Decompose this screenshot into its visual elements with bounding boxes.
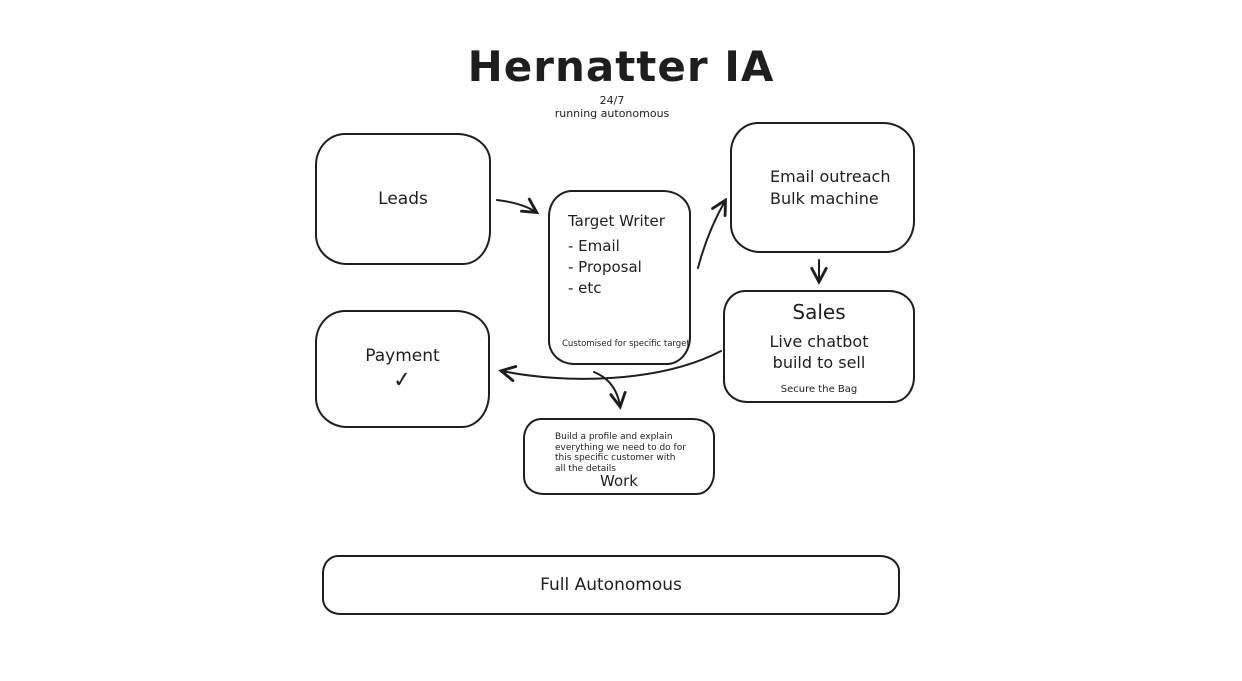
node-full-autonomous[interactable]: Full Autonomous — [322, 555, 900, 615]
target-writer-item-email: - Email — [568, 237, 620, 255]
sales-footnote: Secure the Bag — [780, 384, 858, 395]
subtitle-line-1: 24/7 — [599, 94, 625, 107]
diagram-title: Hernatter IA — [467, 42, 775, 91]
target-writer-item-etc: - etc — [568, 279, 602, 297]
target-writer-footnote: Customised for specific target — [562, 339, 690, 349]
node-payment[interactable]: Payment ✓ — [315, 310, 490, 428]
node-work[interactable]: Build a profile and explain everything w… — [523, 418, 715, 495]
sales-line-1: Live chatbot — [769, 332, 869, 351]
arrow-branch-to-work — [593, 371, 620, 406]
arrow-leads-to-target-writer — [496, 200, 536, 212]
diagram-subtitle: 24/7 running autonomous — [312, 94, 912, 120]
email-outreach-line-1: Email outreach — [770, 166, 891, 186]
target-writer-item-proposal: - Proposal — [568, 258, 642, 276]
node-sales[interactable]: Sales Live chatbot build to sell Secure … — [723, 290, 915, 403]
leads-label: Leads — [378, 189, 428, 209]
full-autonomous-label: Full Autonomous — [540, 575, 682, 595]
node-email-outreach[interactable]: Email outreach Bulk machine — [730, 122, 915, 253]
payment-label: Payment — [365, 345, 440, 366]
arrow-target-writer-to-email-outreach — [697, 201, 725, 269]
email-outreach-line-2: Bulk machine — [770, 188, 879, 208]
work-note: Build a profile and explain everything w… — [555, 432, 686, 474]
node-leads[interactable]: Leads — [315, 133, 491, 265]
work-label: Work — [600, 472, 638, 490]
node-target-writer[interactable]: Target Writer - Email - Proposal - etc C… — [548, 190, 691, 365]
subtitle-line-2: running autonomous — [554, 107, 670, 121]
checkmark-icon: ✓ — [392, 366, 413, 394]
sales-line-2: build to sell — [772, 352, 866, 372]
target-writer-title: Target Writer — [568, 212, 665, 230]
sales-title: Sales — [792, 300, 846, 324]
